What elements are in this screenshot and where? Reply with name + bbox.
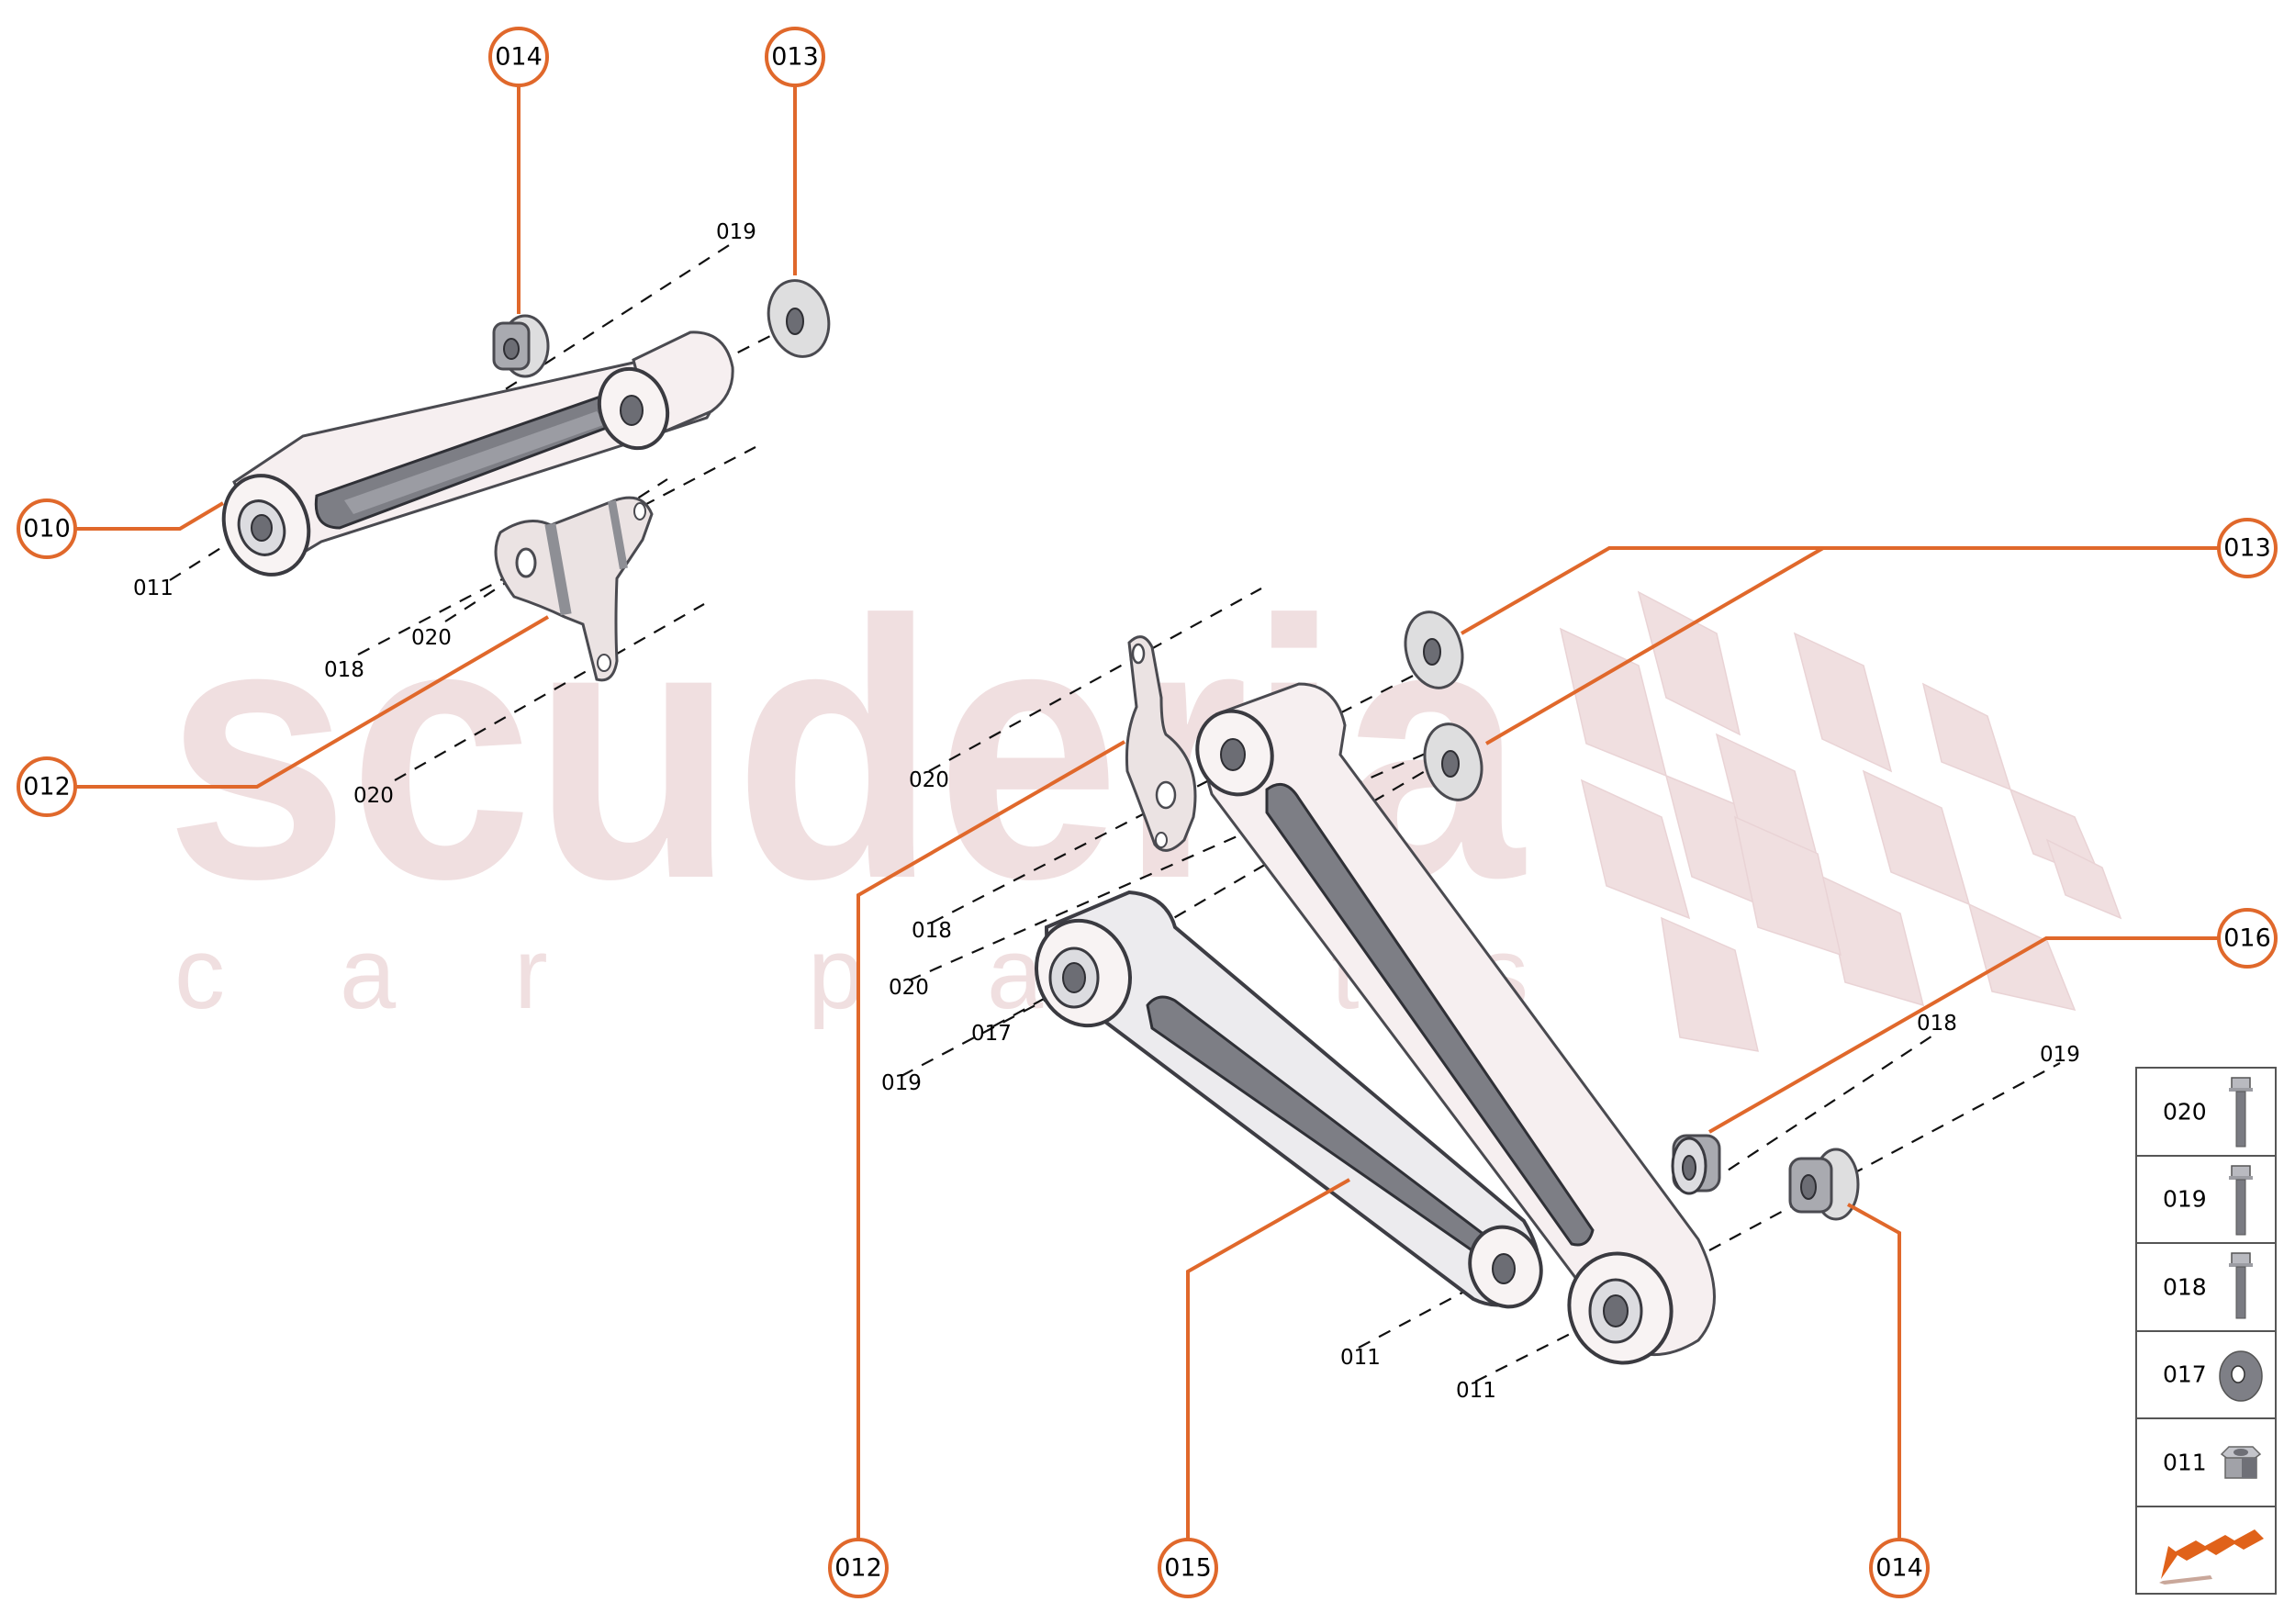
svg-text:014: 014 — [1875, 1554, 1923, 1583]
legend-row-019[interactable]: 019 — [2137, 1157, 2275, 1244]
legend-row-020[interactable]: 020 — [2137, 1069, 2275, 1157]
part-label: 020 — [889, 976, 929, 1000]
callout-012-bottom[interactable]: 012 — [828, 1538, 889, 1598]
link-010[interactable] — [210, 330, 734, 587]
part-label: 011 — [1456, 1379, 1496, 1403]
legend-code: 020 — [2163, 1098, 2207, 1126]
part-label: 020 — [353, 784, 394, 808]
bracket-012-right[interactable] — [1125, 635, 1197, 852]
washer-icon — [2219, 1350, 2263, 1402]
right-link-assembly — [856, 546, 2218, 1539]
part-labels: 019 011 020 018 020 020 018 020 017 019 … — [133, 220, 2080, 1403]
flange-nut-014[interactable] — [492, 314, 550, 378]
fastener-legend: 020 019 018 017 011 — [2135, 1067, 2277, 1595]
svg-text:010: 010 — [23, 515, 71, 543]
link-lower-left[interactable] — [1022, 890, 1552, 1316]
part-label: 019 — [2040, 1043, 2080, 1067]
svg-text:c: c — [174, 917, 225, 1030]
svg-text:014: 014 — [495, 43, 543, 72]
washer-013-upper[interactable] — [1397, 606, 1471, 695]
svg-text:r: r — [514, 917, 548, 1030]
legend-code: 019 — [2163, 1185, 2207, 1213]
legend-code: 017 — [2163, 1361, 2207, 1388]
legend-row-017[interactable]: 017 — [2137, 1332, 2275, 1419]
svg-text:013: 013 — [771, 43, 819, 72]
callout-015[interactable]: 015 — [1158, 1538, 1218, 1598]
part-label: 011 — [133, 577, 174, 600]
callouts: 014 013 010 012 013 016 012 015 014 — [17, 27, 2278, 1598]
svg-text:015: 015 — [1164, 1554, 1212, 1583]
bolt-icon — [2229, 1164, 2253, 1235]
washer-013[interactable] — [760, 274, 837, 364]
svg-text:012: 012 — [23, 773, 71, 801]
callout-014-bottom[interactable]: 014 — [1869, 1538, 1930, 1598]
washer-013-lower[interactable] — [1416, 718, 1490, 807]
legend-row-direction — [2137, 1507, 2275, 1596]
svg-text:016: 016 — [2223, 924, 2271, 953]
callout-012-left[interactable]: 012 — [17, 756, 77, 817]
part-label: 018 — [912, 919, 952, 943]
svg-text:013: 013 — [2223, 534, 2271, 563]
part-label: 020 — [909, 768, 949, 792]
bolt-icon — [2229, 1077, 2253, 1148]
svg-text:p: p — [808, 917, 864, 1030]
callout-016[interactable]: 016 — [2217, 908, 2278, 969]
callout-013-top[interactable]: 013 — [765, 27, 825, 87]
upper-left-link-assembly — [76, 86, 837, 789]
legend-row-018[interactable]: 018 — [2137, 1244, 2275, 1332]
bolt-icon — [2229, 1252, 2253, 1319]
callout-013-right[interactable]: 013 — [2217, 518, 2278, 578]
legend-code: 018 — [2163, 1273, 2207, 1301]
legend-row-011[interactable]: 011 — [2137, 1419, 2275, 1507]
part-label: 019 — [881, 1071, 922, 1095]
part-label: 019 — [716, 220, 756, 244]
part-label: 018 — [1917, 1012, 1957, 1036]
front-direction-arrow-icon — [2159, 1529, 2264, 1585]
callout-014-top[interactable]: 014 — [488, 27, 549, 87]
part-label: 018 — [324, 658, 364, 682]
part-label: 020 — [411, 626, 452, 650]
svg-text:a: a — [340, 917, 397, 1030]
flange-nut-icon — [2220, 1446, 2262, 1479]
part-label: 011 — [1340, 1346, 1381, 1370]
callout-010[interactable]: 010 — [17, 498, 77, 559]
spacer-016[interactable] — [1671, 1134, 1721, 1195]
part-label: 017 — [971, 1022, 1012, 1046]
checkered-flag-watermark — [1559, 590, 2122, 1052]
legend-code: 011 — [2163, 1449, 2207, 1476]
svg-text:a: a — [987, 917, 1044, 1030]
bracket-012[interactable] — [494, 496, 654, 682]
svg-text:012: 012 — [834, 1554, 882, 1583]
link-upper-right[interactable] — [1186, 682, 1716, 1377]
flange-nut-014-right[interactable] — [1788, 1148, 1860, 1221]
